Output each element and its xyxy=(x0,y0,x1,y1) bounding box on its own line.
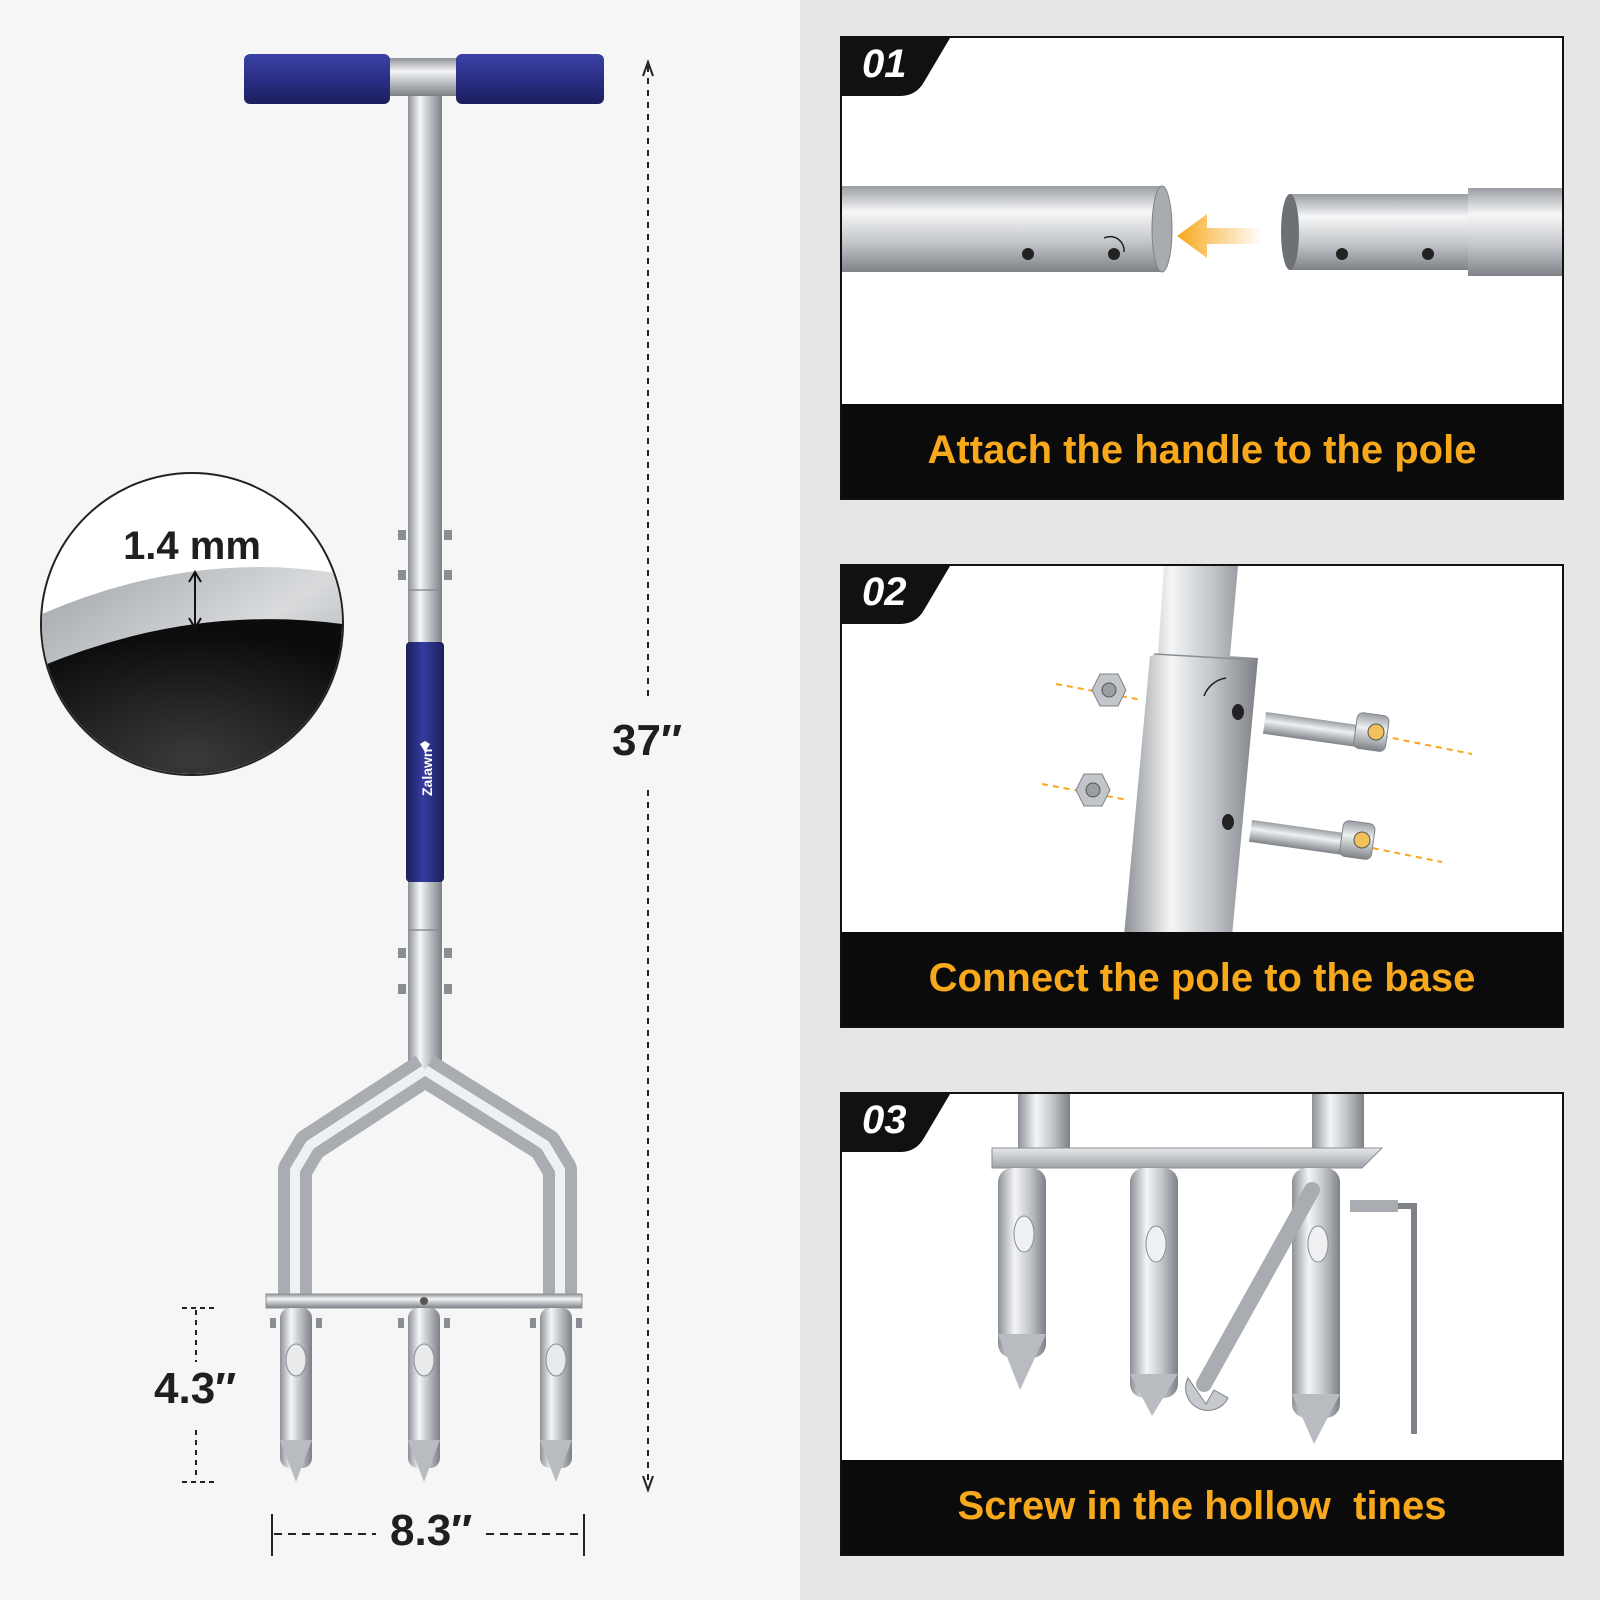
height-dimension-line xyxy=(642,59,654,1493)
step-number-03: 03 xyxy=(862,1098,907,1142)
wall-thickness-label: 1.4 mm xyxy=(123,524,261,568)
pole xyxy=(408,96,442,1076)
step-number-01: 01 xyxy=(862,42,907,86)
width-dimension-line xyxy=(271,1514,585,1556)
step-caption-bar-03: Screw in the hollow tines xyxy=(842,1460,1562,1554)
wall-thickness-magnifier: 1.4 mm xyxy=(40,472,344,776)
product-illustration-panel xyxy=(0,0,800,1600)
brand-logo-icon xyxy=(420,741,430,752)
step-03-panel: 03 Screw in the hollow tines xyxy=(840,1092,1564,1556)
step-number-02: 02 xyxy=(862,570,907,614)
brand-logo-text: Zalawn xyxy=(419,749,435,796)
hollow-tines xyxy=(270,1308,582,1482)
left-grip xyxy=(244,54,390,104)
tube-cross-section-icon xyxy=(42,567,342,774)
step-caption-02: Connect the pole to the base xyxy=(928,956,1476,1000)
wrench-icon xyxy=(991,1094,1417,1444)
step-badge-03 xyxy=(842,1094,950,1152)
step-02-panel: 02 Connect the pole to the base xyxy=(840,564,1564,1028)
right-grip xyxy=(456,54,604,104)
step-caption-01: Attach the handle to the pole xyxy=(927,428,1477,472)
middle-grip xyxy=(406,642,444,882)
step-badge-02 xyxy=(842,566,950,624)
step-badge-01 xyxy=(842,38,950,96)
tine-length-label: 4.3″ xyxy=(154,1364,237,1413)
step-caption-bar-02: Connect the pole to the base xyxy=(842,932,1562,1026)
pole-bolts xyxy=(398,530,452,994)
height-label: 37″ xyxy=(612,716,683,765)
tine-length-dimension-line xyxy=(182,1307,218,1483)
step-caption-03: Screw in the hollow tines xyxy=(957,1484,1447,1528)
tube-joint-icon xyxy=(842,185,1562,276)
fork-frame xyxy=(278,1055,577,1300)
bolt-icon xyxy=(1041,566,1473,936)
aerator-tool-illustration: Zalawn xyxy=(182,54,654,1556)
step-01-panel: 01 Attach the handle to the pole xyxy=(840,36,1564,500)
t-handle-bar xyxy=(380,58,462,96)
width-label: 8.3″ xyxy=(390,1506,473,1555)
step-caption-bar-01: Attach the handle to the pole xyxy=(842,404,1562,498)
